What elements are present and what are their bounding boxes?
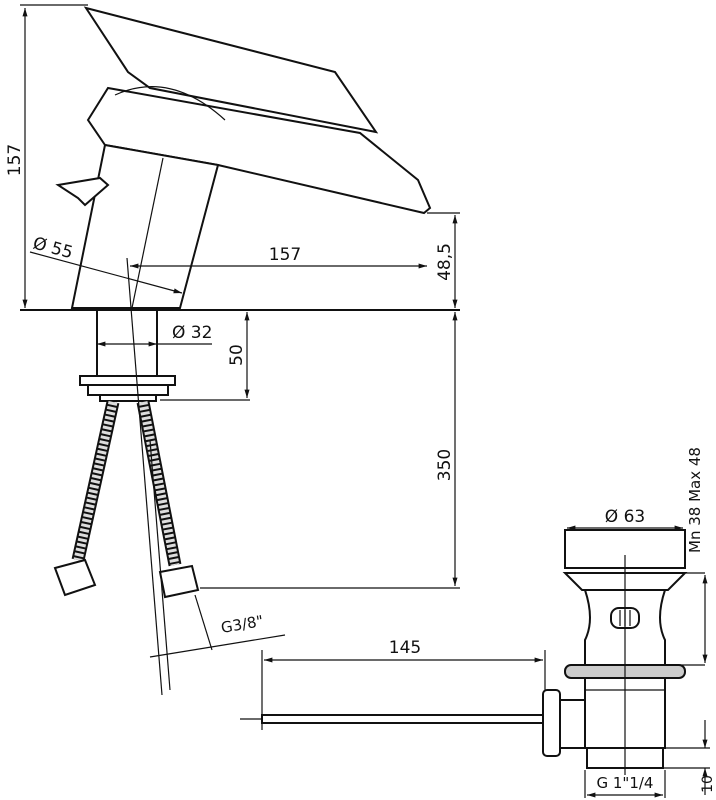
height-label: 157 [5,144,25,176]
hose-length-label: 350 [435,449,455,481]
body-diameter-label: Ø 55 [31,234,75,264]
mount-nut [87,384,169,396]
shank-diameter-label: Ø 32 [172,323,212,343]
faucet-drawing: 157 Ø 55 157 48,5 Ø 32 50 350 G3/8" [5,4,460,696]
lever-paddle [83,6,379,134]
hose-nut-right [158,564,200,599]
popup-rod [261,714,548,724]
hose-thread-label: G3/8" [220,612,265,637]
drain-drawing: 145 Ø 63 Mn 38 Max 48 10 G 1"1/4 [240,447,716,798]
cap-diameter-label: Ø 63 [605,507,645,527]
drain-thread-label: G 1"1/4 [597,774,654,792]
rod-length-label: 145 [389,638,421,658]
spout-reach-label: 157 [269,245,301,265]
shank [96,309,158,377]
mount-washer [79,375,176,386]
height-range-label: Mn 38 Max 48 [686,447,704,553]
shank-length-label: 50 [227,344,247,366]
center-line [126,257,163,696]
hose-nut-left [53,558,97,597]
side-knob [55,176,110,207]
thread-length-label: 10 [700,775,716,793]
spout-height-label: 48,5 [435,243,455,281]
rod-nut [542,689,561,757]
